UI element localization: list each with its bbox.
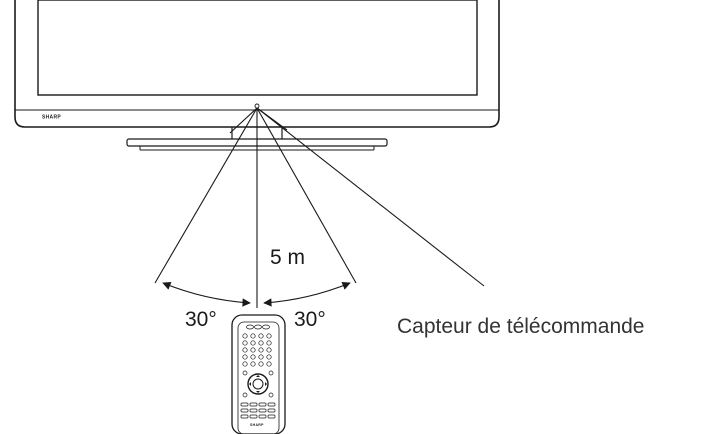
remote-number-keys bbox=[242, 333, 272, 367]
remote-lower-buttons bbox=[240, 370, 276, 419]
remote-brand-logo: SHARP bbox=[250, 423, 264, 427]
range-line-left bbox=[154, 107, 258, 284]
remote-dpad bbox=[247, 373, 269, 395]
stand-neck bbox=[231, 127, 283, 139]
angle-left-label: 30° bbox=[185, 308, 217, 331]
angle-arc-right bbox=[263, 281, 351, 307]
sensor-leader-inner bbox=[256, 107, 288, 131]
remote-control: SHARP bbox=[231, 314, 286, 434]
angle-arcs bbox=[162, 281, 351, 307]
remote-top-buttons bbox=[246, 324, 270, 330]
remote-face bbox=[237, 321, 280, 434]
angle-arc-left bbox=[162, 281, 251, 307]
tv-screen bbox=[37, 0, 478, 96]
remote-sensor-dot bbox=[254, 103, 260, 109]
sensor-leader-short bbox=[229, 107, 258, 134]
sensor-leader-line bbox=[256, 107, 485, 287]
range-line-right bbox=[256, 107, 357, 284]
distance-label: 5 m bbox=[270, 246, 305, 269]
tv-brand-logo: SHARP bbox=[42, 115, 61, 121]
sensor-caption: Capteur de télécommande bbox=[397, 315, 644, 338]
tv-set: SHARP bbox=[14, 0, 500, 128]
range-lines bbox=[154, 107, 485, 308]
angle-right-label: 30° bbox=[294, 308, 326, 331]
